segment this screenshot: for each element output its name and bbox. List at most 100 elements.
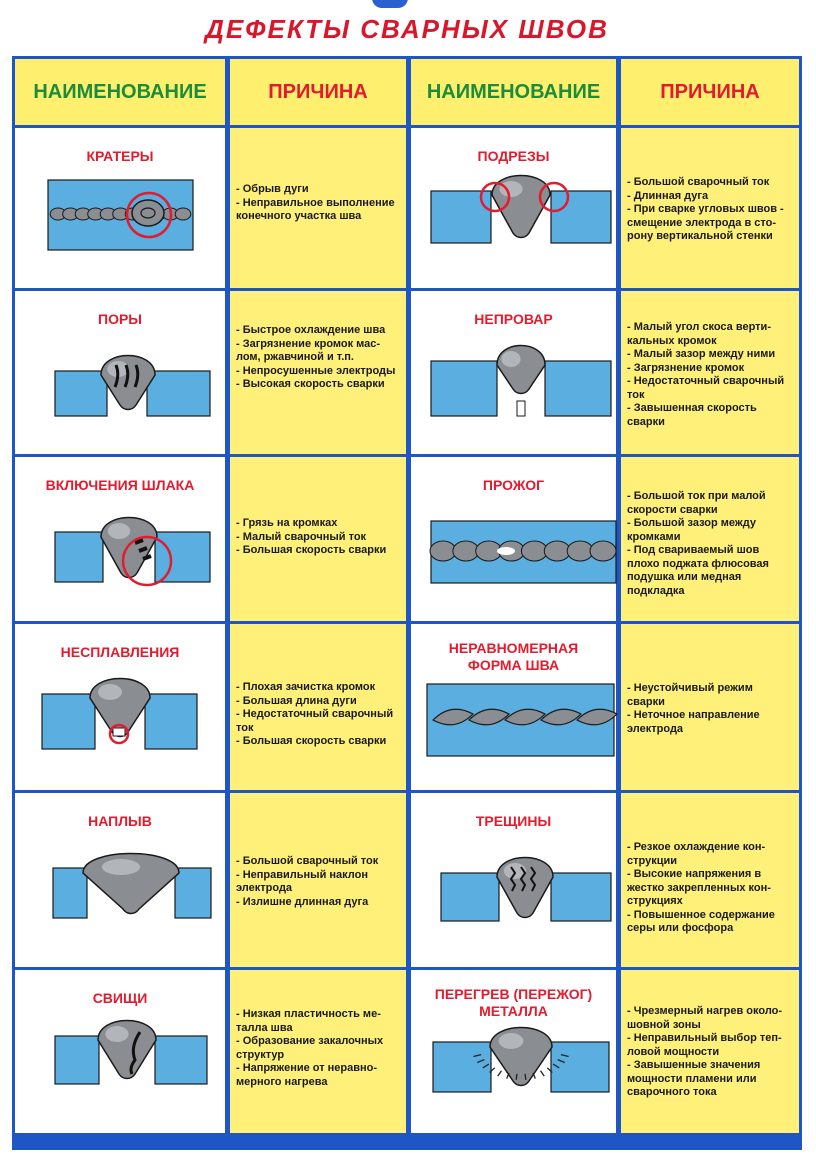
slag-inclusion (138, 546, 148, 553)
cause-text: - Большой ток при малой скорости сварки … (627, 490, 769, 597)
metal-plate (52, 867, 88, 919)
defect-name: ПЕРЕГРЕВ (ПЕРЕЖОГ) МЕТАЛЛА (434, 986, 593, 1019)
cause-text: - Большой сварочный ток - Неправильный н… (236, 855, 379, 908)
defect-name-cell: ТРЕЩИНЫ (411, 793, 616, 967)
poster-frame: ДЕФЕКТЫ СВАРНЫХ ШВОВ НАИМЕНОВАНИЕ ПРИЧИНА… (12, 0, 802, 1150)
cause-cell: - Большой ток при малой скорости сварки … (621, 457, 799, 621)
weld-bead (489, 1026, 553, 1087)
defect-highlight-circle (479, 181, 511, 213)
metal-plate (54, 370, 108, 417)
metal-plate (41, 693, 96, 750)
uneven-bead (432, 708, 618, 726)
defect-name: СВИЩИ (92, 990, 148, 1006)
lack-of-fusion-icon (41, 677, 198, 750)
header-cell: НАИМЕНОВАНИЕ (411, 59, 616, 125)
cause-cell: - Резкое охлаждение кон- струкции - Высо… (621, 793, 799, 967)
burn-hole (497, 547, 515, 555)
cause-text: - Большой сварочный ток - Длинная дуга -… (627, 176, 784, 242)
defect-name: КРАТЕРЫ (86, 148, 154, 164)
defect-name: ВКЛЮЧЕНИЯ ШЛАКА (45, 477, 195, 493)
pore (133, 364, 140, 388)
defect-name-cell: НЕСПЛАВЛЕНИЯ (15, 624, 225, 790)
cause-cell: - Низкая пластичность ме- талла шва - Об… (230, 970, 406, 1133)
header-cell: НАИМЕНОВАНИЕ (15, 59, 225, 125)
metal-plate (146, 370, 211, 417)
crater (131, 199, 165, 227)
weld-bead (100, 516, 158, 579)
header-cell: ПРИЧИНА (621, 59, 799, 125)
defect-name-cell: НАПЛЫВ (15, 793, 225, 967)
header-label: ПРИЧИНА (268, 80, 368, 103)
cause-text: - Резкое охлаждение кон- струкции - Высо… (627, 841, 775, 934)
gap (516, 400, 526, 417)
defect-highlight-circle (125, 191, 173, 239)
cause-cell: - Малый угол скоса верти- кальных кромок… (621, 291, 799, 454)
header-cell: ПРИЧИНА (230, 59, 406, 125)
fistula-icon (54, 1019, 208, 1085)
metal-plate (550, 190, 612, 244)
cause-text: - Грязь на кромках - Малый сварочный ток… (236, 517, 387, 556)
cause-cell: - Большой сварочный ток - Длинная дуга -… (621, 128, 799, 288)
fistula-channel (129, 1031, 142, 1075)
burn-through-icon (429, 520, 617, 584)
defect-name: ПОРЫ (98, 311, 142, 327)
weld-bead (496, 344, 546, 395)
title-band: ДЕФЕКТЫ СВАРНЫХ ШВОВ (12, 0, 802, 56)
slag-inclusion (142, 554, 152, 561)
defect-name: НЕРАВНОМЕРНАЯ ФОРМА ШВА (448, 640, 579, 673)
crack (509, 866, 517, 892)
lack-of-penetration-icon (430, 344, 612, 417)
metal-plate (430, 360, 498, 417)
weld-bead (97, 1019, 157, 1080)
defect-name: ПРОЖОГ (482, 477, 545, 493)
defect-name: НЕСПЛАВЛЕНИЯ (60, 644, 180, 660)
weld-seam-chain (429, 540, 617, 562)
defect-name-cell: ПЕРЕГРЕВ (ПЕРЕЖОГ) МЕТАЛЛА (411, 970, 616, 1133)
defect-name: НЕПРОВАР (474, 311, 553, 327)
overlap-icon (52, 852, 212, 919)
weld-bead (82, 852, 180, 915)
crack (529, 866, 537, 892)
uneven-weld-icon (426, 683, 618, 757)
weld-bead (496, 856, 554, 919)
defect-highlight-circle (121, 535, 173, 587)
defect-name-cell: НЕПРОВАР (411, 291, 616, 454)
metal-plate (144, 693, 198, 750)
defect-name-cell: КРАТЕРЫ (15, 128, 225, 288)
metal-plate (544, 360, 612, 417)
cause-text: - Плохая зачистка кромок - Большая длина… (236, 681, 394, 747)
header-label: НАИМЕНОВАНИЕ (426, 80, 601, 103)
crack (519, 866, 527, 892)
metal-plate (440, 872, 500, 922)
defect-name: ТРЕЩИНЫ (475, 813, 552, 829)
pore (113, 364, 120, 388)
heat-zone (473, 1054, 569, 1080)
logo-icon (372, 0, 408, 8)
defect-name-cell: ПРОЖОГ (411, 457, 617, 621)
cause-text: - Неустойчивый режим сварки - Неточное н… (627, 682, 760, 735)
cause-text: - Чрезмерный нагрев около- шовной зоны -… (627, 1005, 783, 1098)
cause-cell: - Плохая зачистка кромок - Большая длина… (230, 624, 406, 790)
defect-highlight-circle (108, 723, 130, 745)
defect-name-cell: НЕРАВНОМЕРНАЯ ФОРМА ШВА (411, 624, 618, 790)
cause-cell: - Большой сварочный ток - Неправильный н… (230, 793, 406, 967)
defect-name: ПОДРЕЗЫ (477, 148, 550, 164)
slag-inclusion-icon (54, 516, 211, 587)
cause-cell: - Грязь на кромках - Малый сварочный ток… (230, 457, 406, 621)
undercut-icon (430, 174, 612, 244)
defect-name: НАПЛЫВ (88, 813, 152, 829)
metal-plate (550, 872, 612, 922)
defect-name-cell: ВКЛЮЧЕНИЯ ШЛАКА (15, 457, 225, 621)
metal-plate (432, 1041, 492, 1093)
cause-text: - Низкая пластичность ме- талла шва - Об… (236, 1008, 384, 1088)
pores-icon (54, 354, 211, 417)
cause-text: - Обрыв дуги - Неправильное выполнение к… (236, 183, 395, 222)
cracks-icon (440, 856, 612, 922)
slag-inclusion (134, 538, 144, 545)
unfused-zone (112, 727, 126, 737)
metal-plate (154, 1035, 208, 1085)
cause-cell: - Обрыв дуги - Неправильное выполнение к… (230, 128, 406, 288)
pore (123, 364, 130, 388)
cause-cell: - Чрезмерный нагрев около- шовной зоны -… (621, 970, 799, 1133)
defect-name-cell: ПОРЫ (15, 291, 225, 454)
